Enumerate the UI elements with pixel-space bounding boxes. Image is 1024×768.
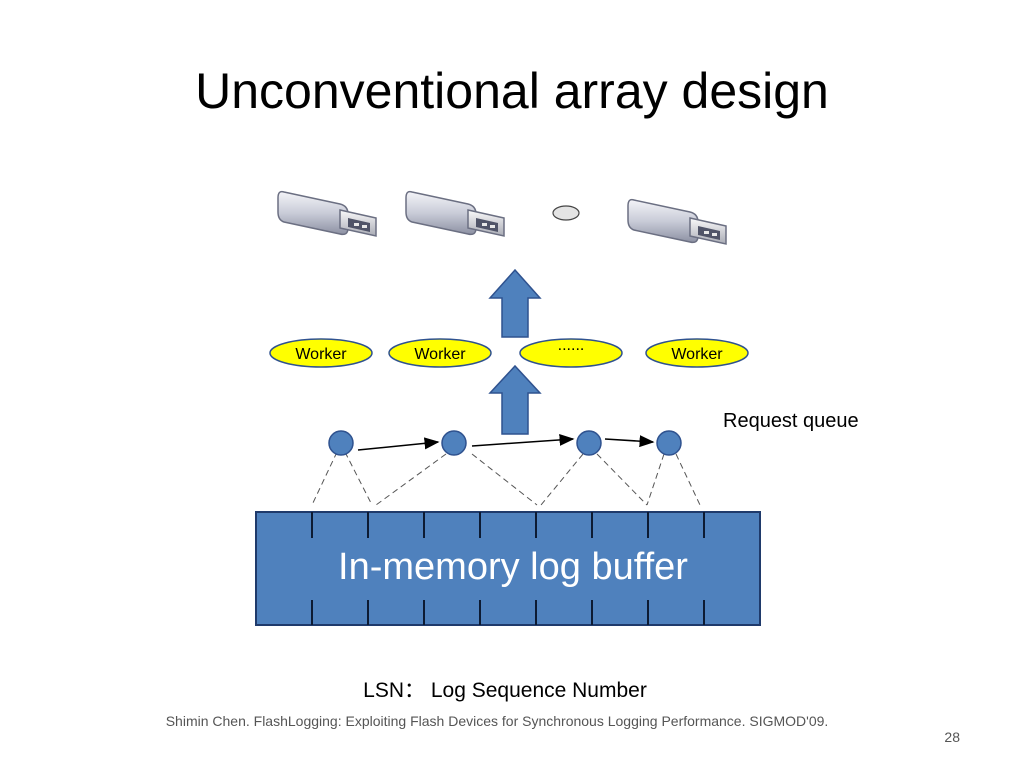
slide-title: Unconventional array design [195,63,829,119]
queue-node [328,430,354,456]
page-number: 28 [944,729,960,745]
queue-link-arrow [604,435,655,448]
lsn-caption: LSN： Log Sequence Number [363,679,647,702]
worker-ellipse [269,338,373,368]
ellipsis-dot [552,205,580,221]
worker-ellipse [519,338,623,368]
worker-label: Worker [414,346,466,363]
dashed-connectors [311,451,701,506]
worker-label: Worker [295,346,347,363]
citation: Shimin Chen. FlashLogging: Exploiting Fl… [165,713,829,729]
worker-ellipse [388,338,492,368]
usb-drive-icon [405,190,505,237]
usb-drive-icon [627,198,727,245]
queue-link-arrow [471,433,575,447]
queue-node [656,430,682,456]
log-buffer-label: In-memory log buffer [338,546,688,588]
request-queue-label: Request queue [723,410,859,432]
buffer-slot-dividers [311,512,705,625]
worker-label: Worker [671,346,723,363]
worker-label: ...... [558,337,585,354]
up-arrow-icon [488,268,542,338]
usb-drive-icon [277,190,377,237]
log-buffer [255,511,761,626]
worker-ellipse [645,338,749,368]
up-arrow-icon [488,364,542,435]
queue-node [576,430,602,456]
queue-node [441,430,467,456]
queue-link-arrow [357,437,440,451]
